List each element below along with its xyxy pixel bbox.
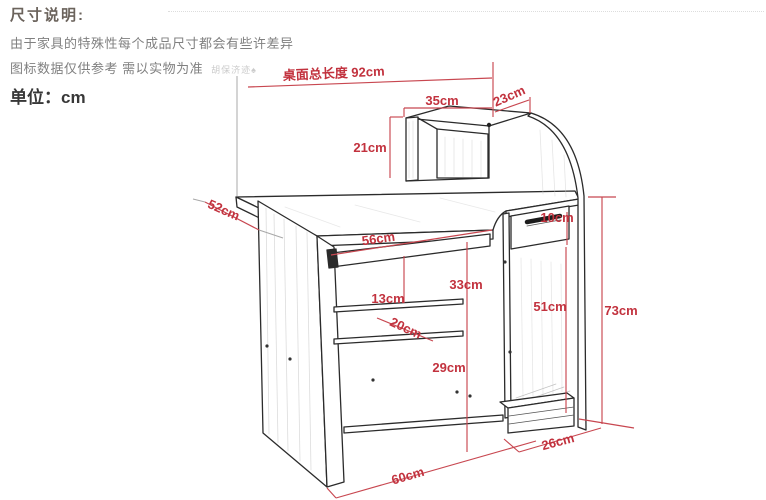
dim-label-33: 33cm <box>449 277 482 292</box>
size-note-line2: 图标数据仅供参考 需以实物为准胡保济迹♠ <box>10 61 257 76</box>
dim-label-73: 73cm <box>604 303 637 318</box>
dimension-lines <box>204 62 635 499</box>
base-plinth <box>499 392 575 434</box>
cpu-compartment <box>499 257 575 434</box>
watermark-text: 胡保济迹♠ <box>211 65 257 75</box>
middle-shelves <box>333 298 504 434</box>
dim-label-29: 29cm <box>432 360 465 375</box>
size-note-line1: 由于家具的特殊性每个成品尺寸都会有些许差异 <box>10 36 294 51</box>
size-note-block: 尺寸说明: 由于家具的特殊性每个成品尺寸都会有些许差异 图标数据仅供参考 需以实… <box>10 4 340 108</box>
right-side-panel <box>527 112 587 431</box>
size-note-title: 尺寸说明: <box>10 7 85 24</box>
drawer <box>510 205 570 250</box>
dim-label-23: 23cm <box>491 82 527 109</box>
keyboard-tray <box>326 233 491 269</box>
dim-label-35: 35cm <box>425 93 458 108</box>
dim-label-13: 13cm <box>371 291 404 306</box>
left-side-panel <box>257 200 345 488</box>
center-divider-panel <box>502 212 512 419</box>
top-divider-line <box>168 11 764 12</box>
unit-label: 单位：cm <box>10 88 86 107</box>
extension-lines <box>192 76 284 239</box>
dim-label-26: 26cm <box>540 430 576 453</box>
hutch-shelf-unit <box>405 105 532 182</box>
dim-label-total-length: 桌面总长度 92cm <box>282 64 384 83</box>
dim-label-56: 56cm <box>361 229 396 248</box>
dim-label-60: 60cm <box>390 464 426 488</box>
dim-label-51: 51cm <box>533 299 566 314</box>
fitting-dots <box>265 122 512 398</box>
dim-label-10: 10cm <box>540 210 573 225</box>
dim-label-21: 21cm <box>353 140 386 155</box>
